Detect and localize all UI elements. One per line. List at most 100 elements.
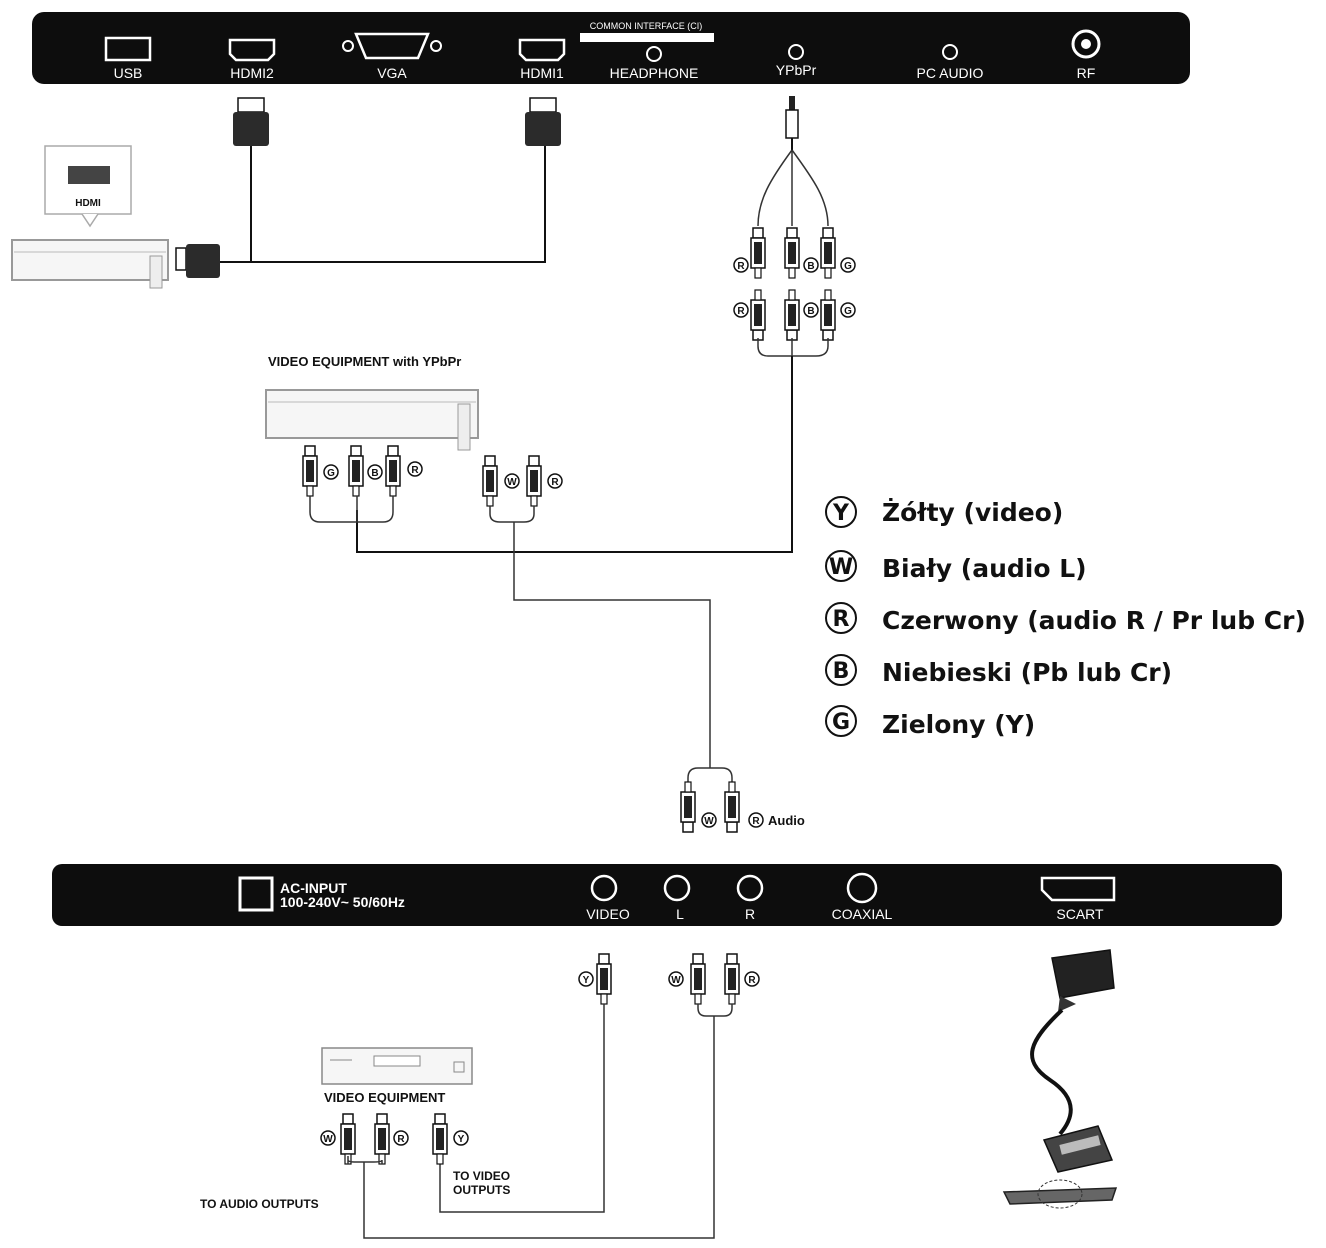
- legend-letter-r: R: [833, 607, 850, 632]
- rca-plug-b-device: [348, 445, 364, 497]
- svg-text:W: W: [507, 477, 517, 488]
- coaxial-label: COAXIAL: [832, 906, 893, 922]
- hdmi1-label: HDMI1: [520, 65, 564, 81]
- badge-w-equipment: W: [320, 1130, 336, 1146]
- svg-text:B: B: [371, 468, 378, 479]
- hdmi2-label: HDMI2: [230, 65, 274, 81]
- badge-w-device: W: [504, 473, 520, 489]
- hdmi1-port: HDMI1: [518, 38, 566, 81]
- ac-spec-label: 100-240V~ 50/60Hz: [280, 894, 405, 910]
- hdmi-device-label: HDMI: [75, 198, 101, 209]
- hdmi-plug-left: [233, 97, 269, 146]
- legend-item-b: B Niebieski (Pb lub Cr): [825, 654, 1172, 687]
- badge-g-mid: G: [840, 302, 856, 318]
- scart-cable: [1002, 949, 1118, 1209]
- badge-r-device: R: [407, 461, 423, 477]
- ypbpr-video-equipment: VIDEO EQUIPMENT with YPbPr G B R W R: [265, 354, 711, 768]
- vga-port: VGA: [342, 32, 442, 81]
- legend-text-g: Zielony (Y): [882, 710, 1035, 739]
- svg-text:B: B: [807, 306, 814, 317]
- badge-y-equipment: Y: [453, 1130, 469, 1146]
- headphone-port: HEADPHONE: [610, 46, 699, 81]
- rf-label: RF: [1077, 65, 1096, 81]
- badge-w-tv: W: [668, 971, 684, 987]
- video-equipment-title: VIDEO EQUIPMENT: [324, 1090, 445, 1105]
- badge-r-mid: R: [733, 302, 749, 318]
- hdmi-wire-right: [219, 146, 546, 263]
- audio-r-port: R: [736, 874, 764, 922]
- badge-b-device: B: [367, 464, 383, 480]
- svg-text:R: R: [748, 975, 756, 986]
- legend-item-w: W Biały (audio L): [825, 550, 1087, 583]
- headphone-label: HEADPHONE: [610, 65, 699, 81]
- svg-text:G: G: [844, 261, 852, 272]
- composite-cables: Y W R: [363, 953, 760, 1239]
- audio-l-label: L: [676, 906, 684, 922]
- audio-wire: [513, 522, 711, 768]
- to-video-outputs-line2: OUTPUTS: [453, 1183, 510, 1197]
- legend-item-y: Y Żółty (video): [825, 496, 1063, 528]
- ypbpr-wire: [356, 356, 793, 553]
- usb-label: USB: [114, 65, 143, 81]
- audio-label: Audio: [768, 813, 805, 828]
- scart-label: SCART: [1056, 906, 1104, 922]
- hdmi-plug-right: [525, 97, 561, 146]
- svg-text:G: G: [327, 468, 335, 479]
- legend-text-r: Czerwony (audio R / Pr lub Cr): [882, 606, 1306, 635]
- svg-text:B: B: [807, 261, 814, 272]
- to-video-outputs-line1: TO VIDEO: [453, 1169, 510, 1183]
- legend-item-r: R Czerwony (audio R / Pr lub Cr): [825, 602, 1306, 635]
- svg-text:W: W: [323, 1134, 333, 1145]
- svg-text:Y: Y: [583, 975, 590, 986]
- svg-text:R: R: [752, 816, 760, 827]
- rca-plug-r-top: [750, 227, 766, 279]
- rca-plug-y-tv: [596, 953, 612, 1005]
- top-panel-body: [32, 12, 1190, 84]
- ac-input-label: AC-INPUT: [280, 880, 347, 896]
- vga-label: VGA: [377, 65, 407, 81]
- audio-l-port: L: [663, 874, 691, 922]
- audio-plugs-bottom: W R Audio: [680, 767, 805, 833]
- rca-plug-r2-device: [526, 455, 542, 507]
- hdmi-source-device: HDMI: [11, 145, 220, 289]
- legend-letter-w: W: [829, 555, 853, 580]
- scart-port: SCART: [1040, 876, 1116, 922]
- rca-plug-b-top: [784, 227, 800, 279]
- badge-w-audio: W: [701, 812, 717, 828]
- svg-text:R: R: [411, 465, 419, 476]
- ypbpr-equipment-title: VIDEO EQUIPMENT with YPbPr: [268, 354, 461, 369]
- rf-port: RF: [1071, 29, 1101, 81]
- svg-text:R: R: [551, 477, 559, 488]
- legend-item-g: G Zielony (Y): [825, 705, 1035, 739]
- ci-slot: COMMON INTERFACE (CI): [580, 21, 714, 42]
- pc-audio-port: PC AUDIO: [917, 44, 984, 81]
- ac-input-port: AC-INPUT 100-240V~ 50/60Hz: [238, 876, 405, 912]
- legend-letter-y: Y: [832, 501, 850, 526]
- svg-text:Y: Y: [458, 1134, 465, 1145]
- video-wire: [439, 1004, 605, 1213]
- hdmi-cable-group: HDMI: [11, 97, 561, 289]
- ypbpr-cable-group: R B G R B G: [356, 96, 856, 553]
- svg-text:W: W: [671, 975, 681, 986]
- badge-r-equipment: R: [393, 1130, 409, 1146]
- color-legend: Y Żółty (video) W Biały (audio L) R Czer…: [825, 496, 1306, 739]
- video-port: VIDEO: [586, 874, 630, 922]
- badge-b-mid: B: [803, 302, 819, 318]
- legend-text-w: Biały (audio L): [882, 554, 1087, 583]
- svg-text:W: W: [704, 816, 714, 827]
- rca-plug-g-device: [302, 445, 318, 497]
- badge-g-top: G: [840, 257, 856, 273]
- badge-r-tv: R: [744, 971, 760, 987]
- rca-plug-r-tv: [724, 953, 740, 1005]
- bottom-panel: AC-INPUT 100-240V~ 50/60Hz VIDEO L R COA…: [52, 864, 1282, 926]
- svg-text:R: R: [737, 306, 745, 317]
- pc-audio-label: PC AUDIO: [917, 65, 984, 81]
- rca-plug-g-top: [820, 227, 836, 279]
- audio-r-label: R: [745, 906, 755, 922]
- badge-b-top: B: [803, 257, 819, 273]
- to-audio-outputs-label: TO AUDIO OUTPUTS: [200, 1197, 319, 1211]
- badge-r-top: R: [733, 257, 749, 273]
- svg-text:G: G: [844, 306, 852, 317]
